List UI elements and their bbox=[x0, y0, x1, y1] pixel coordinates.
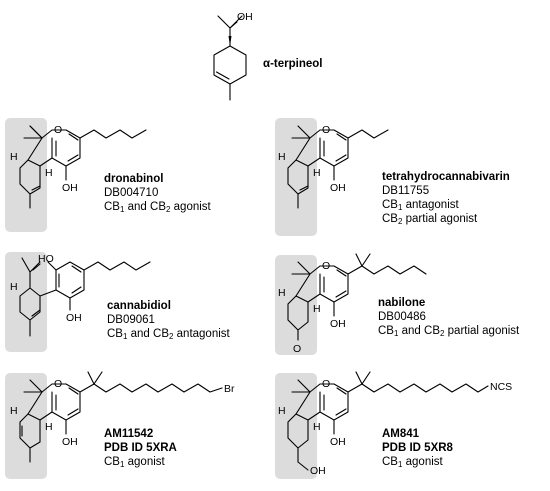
am11542-activity: CB1 agonist bbox=[104, 456, 165, 469]
thcv-id: DB11755 bbox=[382, 185, 430, 197]
thcv-h1-label: H bbox=[278, 151, 286, 163]
am11542-name: AM11542 bbox=[104, 428, 154, 440]
thcv-activity-1: CB1 antagonist bbox=[382, 199, 459, 212]
nabilone-oh-label: OH bbox=[330, 318, 346, 330]
thcv-structure: O OH H H bbox=[275, 118, 389, 236]
nabilone-activity: CB1 and CB2 partial agonist bbox=[378, 325, 520, 338]
thcv-oh-label: OH bbox=[330, 182, 346, 194]
nabilone-id: DB00486 bbox=[378, 311, 426, 323]
nabilone-structure: O OH O H H bbox=[275, 253, 427, 355]
am841-ch2oh-label: OH bbox=[310, 465, 326, 477]
dronabinol-o-label: O bbox=[54, 124, 62, 136]
terpineol-oh-label: OH bbox=[237, 11, 253, 23]
am841-id: PDB ID 5XR8 bbox=[382, 442, 453, 454]
cbd-name: cannabidiol bbox=[107, 300, 171, 312]
nabilone-o-label: O bbox=[322, 260, 330, 272]
dronabinol-h2-label: H bbox=[45, 167, 53, 179]
terpineol-structure: OH bbox=[213, 11, 253, 101]
dronabinol-label: dronabinol DB004710 CB1 and CB2 agonist bbox=[104, 172, 211, 214]
dronabinol-structure: O OH H H bbox=[5, 118, 147, 232]
am841-activity: CB1 agonist bbox=[382, 456, 443, 469]
am11542-br-label: Br bbox=[224, 383, 235, 395]
nabilone-ketone-o-label: O bbox=[293, 343, 301, 355]
thcv-o-label: O bbox=[322, 124, 330, 136]
thcv-label: tetrahydrocannabivarin DB11755 CB1 antag… bbox=[382, 170, 510, 226]
nabilone-name: nabilone bbox=[378, 297, 426, 309]
am11542-structure: O Br OH H H bbox=[5, 371, 235, 479]
cbd-id: DB09061 bbox=[107, 314, 155, 326]
nabilone-h1-label: H bbox=[278, 287, 286, 299]
am11542-label: AM11542 PDB ID 5XRA CB1 agonist bbox=[104, 427, 177, 469]
cbd-oh-label: OH bbox=[66, 312, 82, 324]
terpineol-label: α-terpineol bbox=[263, 58, 323, 70]
dronabinol-h1-label: H bbox=[10, 151, 18, 163]
am841-ncs-label: NCS bbox=[490, 381, 512, 393]
am11542-oh-label: OH bbox=[62, 436, 78, 448]
am841-label: AM841 PDB ID 5XR8 CB1 agonist bbox=[382, 427, 453, 469]
thcv-h2-label: H bbox=[313, 167, 321, 179]
cbd-structure: HO OH H bbox=[5, 252, 151, 352]
am841-o-label: O bbox=[322, 378, 330, 390]
nabilone-h2-label: H bbox=[313, 303, 321, 315]
dronabinol-oh-label: OH bbox=[62, 182, 78, 194]
am11542-id: PDB ID 5XRA bbox=[104, 442, 177, 454]
am841-h2-label: H bbox=[313, 421, 321, 433]
thcv-activity-2: CB2 partial agonist bbox=[382, 213, 478, 226]
am841-oh-label: OH bbox=[330, 436, 346, 448]
thcv-name: tetrahydrocannabivarin bbox=[382, 171, 510, 183]
cbd-ho-label: HO bbox=[38, 253, 54, 265]
dronabinol-name: dronabinol bbox=[104, 173, 164, 185]
cbd-activity: CB1 and CB2 antagonist bbox=[107, 328, 230, 341]
nabilone-label: nabilone DB00486 CB1 and CB2 partial ago… bbox=[378, 296, 519, 338]
am11542-h2-label: H bbox=[45, 421, 53, 433]
dronabinol-id: DB004710 bbox=[104, 187, 159, 199]
cbd-label: cannabidiol DB09061 CB1 and CB2 antagoni… bbox=[107, 299, 230, 341]
am11542-o-label: O bbox=[54, 378, 62, 390]
dronabinol-activity: CB1 and CB2 agonist bbox=[104, 201, 211, 214]
am841-name: AM841 bbox=[382, 428, 420, 440]
am841-structure: O NCS OH OH H H bbox=[275, 371, 512, 479]
cbd-h-label: H bbox=[10, 281, 18, 293]
am841-h1-label: H bbox=[278, 405, 286, 417]
am11542-h1-label: H bbox=[10, 405, 18, 417]
